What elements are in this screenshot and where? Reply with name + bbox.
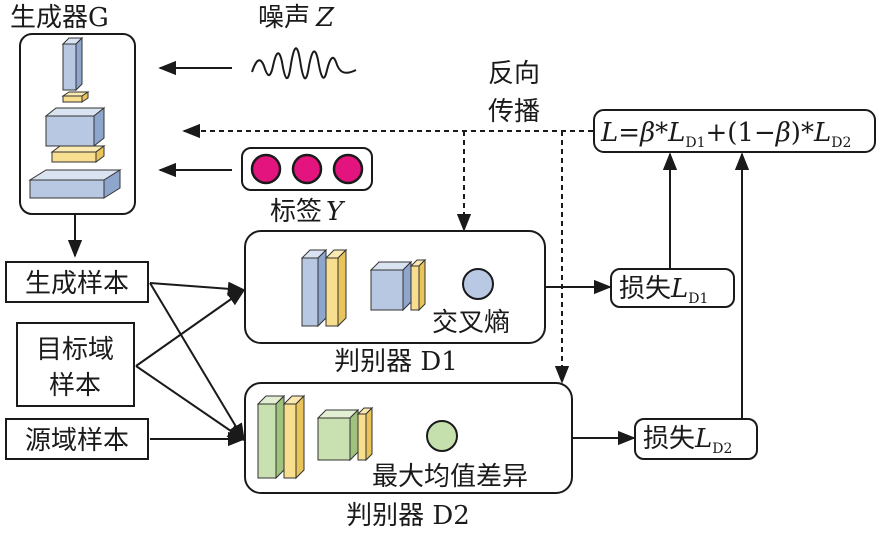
- label-dot-icon: [332, 153, 364, 185]
- label-dot-icon: [250, 153, 282, 185]
- target-to-d1-arrow: [135, 288, 246, 367]
- svg-text:噪声Z: 噪声Z: [258, 3, 335, 33]
- loss-formula: L=β*LD1+(1−β)*LD2: [600, 118, 851, 151]
- source-samples-box: [5, 418, 149, 460]
- discriminator-d2-box: [244, 382, 573, 494]
- noise-symbol: Z: [315, 3, 335, 33]
- label-y-label: 标签: [270, 197, 322, 227]
- generator-box: [19, 33, 136, 215]
- generator-network-icon: [28, 36, 122, 199]
- noise-label: 噪声: [258, 3, 310, 33]
- loss-d1-label: 损失LD1: [619, 274, 708, 307]
- label-box: [241, 147, 373, 191]
- loss-d2-box: [634, 418, 758, 460]
- d1-network-icon: [300, 248, 427, 328]
- generated-to-d1-arrow: [149, 281, 246, 296]
- noise-wave-icon: [251, 47, 357, 80]
- discriminator-d2-title: 判别器 D2: [346, 501, 470, 531]
- d1-method-label: 交叉熵: [432, 308, 510, 338]
- label-dot-icon: [291, 153, 323, 185]
- label-y-symbol: Y: [326, 197, 346, 227]
- target-to-d2-arrow: [135, 365, 246, 442]
- generated-samples-box: [5, 261, 149, 303]
- loss-formula-box: [593, 109, 876, 153]
- backprop-line2: 传播: [488, 97, 540, 127]
- d2-network-icon: [256, 394, 374, 480]
- d1-output-node-icon: [462, 268, 494, 300]
- backprop-line1: 反向: [488, 59, 540, 89]
- loss-d2-label: 损失LD2: [643, 424, 732, 457]
- svg-text:标签Y: 标签Y: [270, 197, 346, 227]
- discriminator-d1-title: 判别器 D1: [334, 347, 458, 377]
- target-samples-label-line1: 目标域: [36, 335, 114, 365]
- generated-to-d2-arrow: [149, 282, 245, 442]
- source-samples-label: 源域样本: [25, 426, 129, 456]
- target-samples-label-line2: 样本: [49, 371, 101, 401]
- generated-samples-label: 生成样本: [25, 269, 129, 299]
- discriminator-d1-box: [244, 230, 546, 344]
- generator-title: 生成器G: [10, 3, 109, 33]
- target-samples-box: [16, 322, 135, 407]
- d2-method-label: 最大均值差异: [372, 462, 528, 492]
- loss-d1-box: [610, 268, 735, 308]
- d2-output-node-icon: [426, 420, 458, 452]
